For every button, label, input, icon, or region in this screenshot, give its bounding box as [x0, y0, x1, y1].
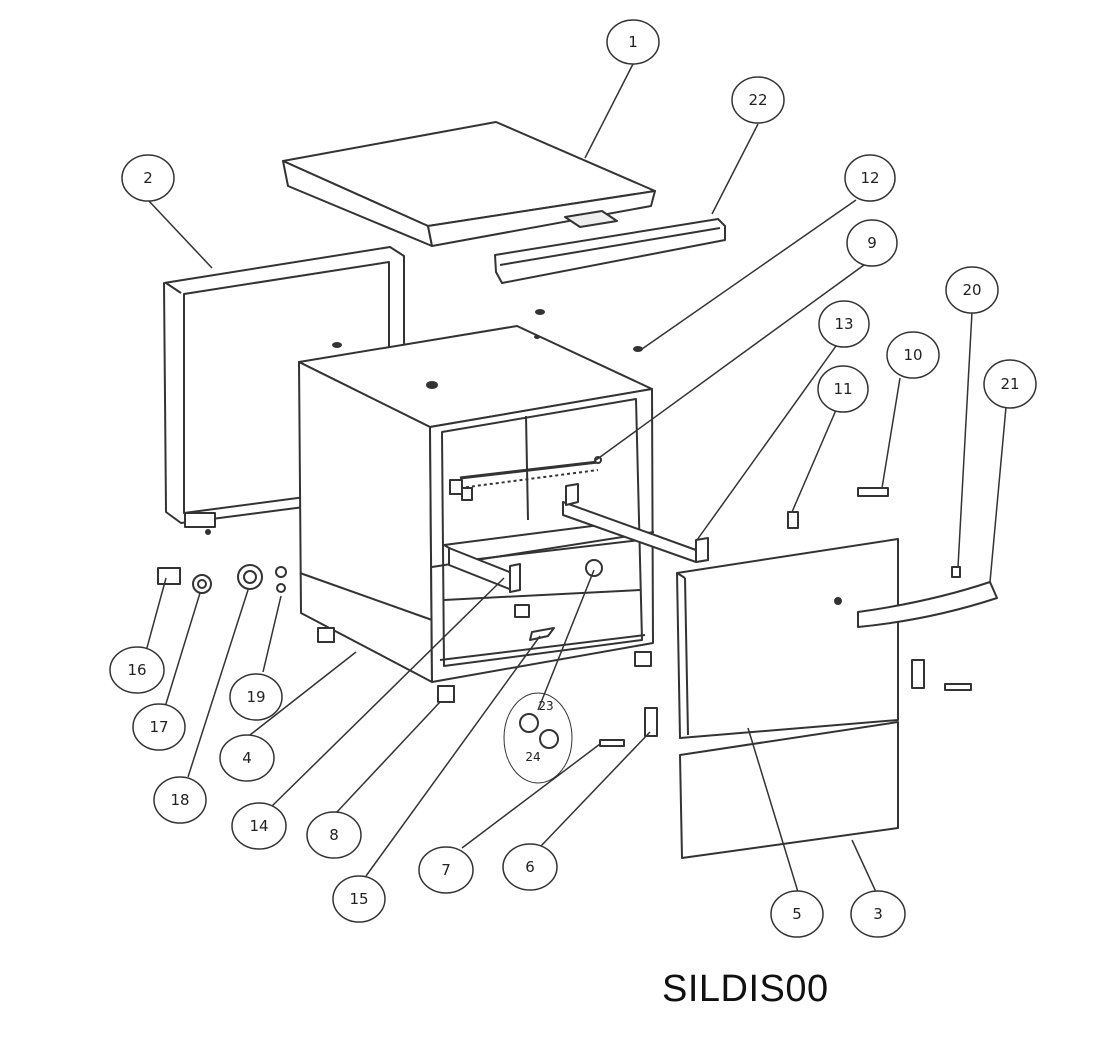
callout-23: 23 [538, 699, 553, 713]
callout-11: 11 [833, 380, 852, 398]
cabinet-body [298, 325, 655, 683]
callout-8: 8 [329, 826, 339, 844]
screw-holes [205, 309, 643, 535]
callout-24: 24 [525, 750, 540, 764]
model-code-label: SILDIS00 [662, 968, 829, 1010]
lower-panel-part [679, 721, 899, 859]
callout-2: 2 [143, 169, 153, 187]
rack-guide-right-part [562, 483, 709, 563]
cabinet-feet [317, 604, 652, 703]
callout-circles [109, 19, 1037, 938]
callout-21: 21 [1000, 375, 1019, 393]
callout-10: 10 [903, 346, 922, 364]
callout-16: 16 [127, 661, 146, 679]
callout-6: 6 [525, 858, 535, 876]
callout-5: 5 [792, 905, 802, 923]
callout-3: 3 [873, 905, 883, 923]
callout-20: 20 [962, 281, 981, 299]
callout-9: 9 [867, 234, 877, 252]
callout-18: 18 [170, 791, 189, 809]
callout-13: 13 [834, 315, 853, 333]
drain-fittings [157, 564, 287, 594]
top-cover-part [282, 121, 656, 247]
hinge-parts [599, 487, 972, 747]
wash-arm-part [449, 456, 602, 501]
callout-17: 17 [149, 718, 168, 736]
callout-14: 14 [249, 817, 268, 835]
callout-15: 15 [349, 890, 368, 908]
callout-1: 1 [628, 33, 638, 51]
door-handle-part [857, 581, 998, 628]
callout-4: 4 [242, 749, 252, 767]
callout-19: 19 [246, 688, 265, 706]
small-fittings [787, 511, 961, 578]
filter-parts [503, 559, 603, 784]
callout-22: 22 [748, 91, 767, 109]
leader-lines [144, 63, 1007, 893]
door-panel-part [676, 538, 899, 739]
callout-7: 7 [441, 861, 451, 879]
callout-12: 12 [860, 169, 879, 187]
front-trim-strip-part [494, 218, 726, 284]
